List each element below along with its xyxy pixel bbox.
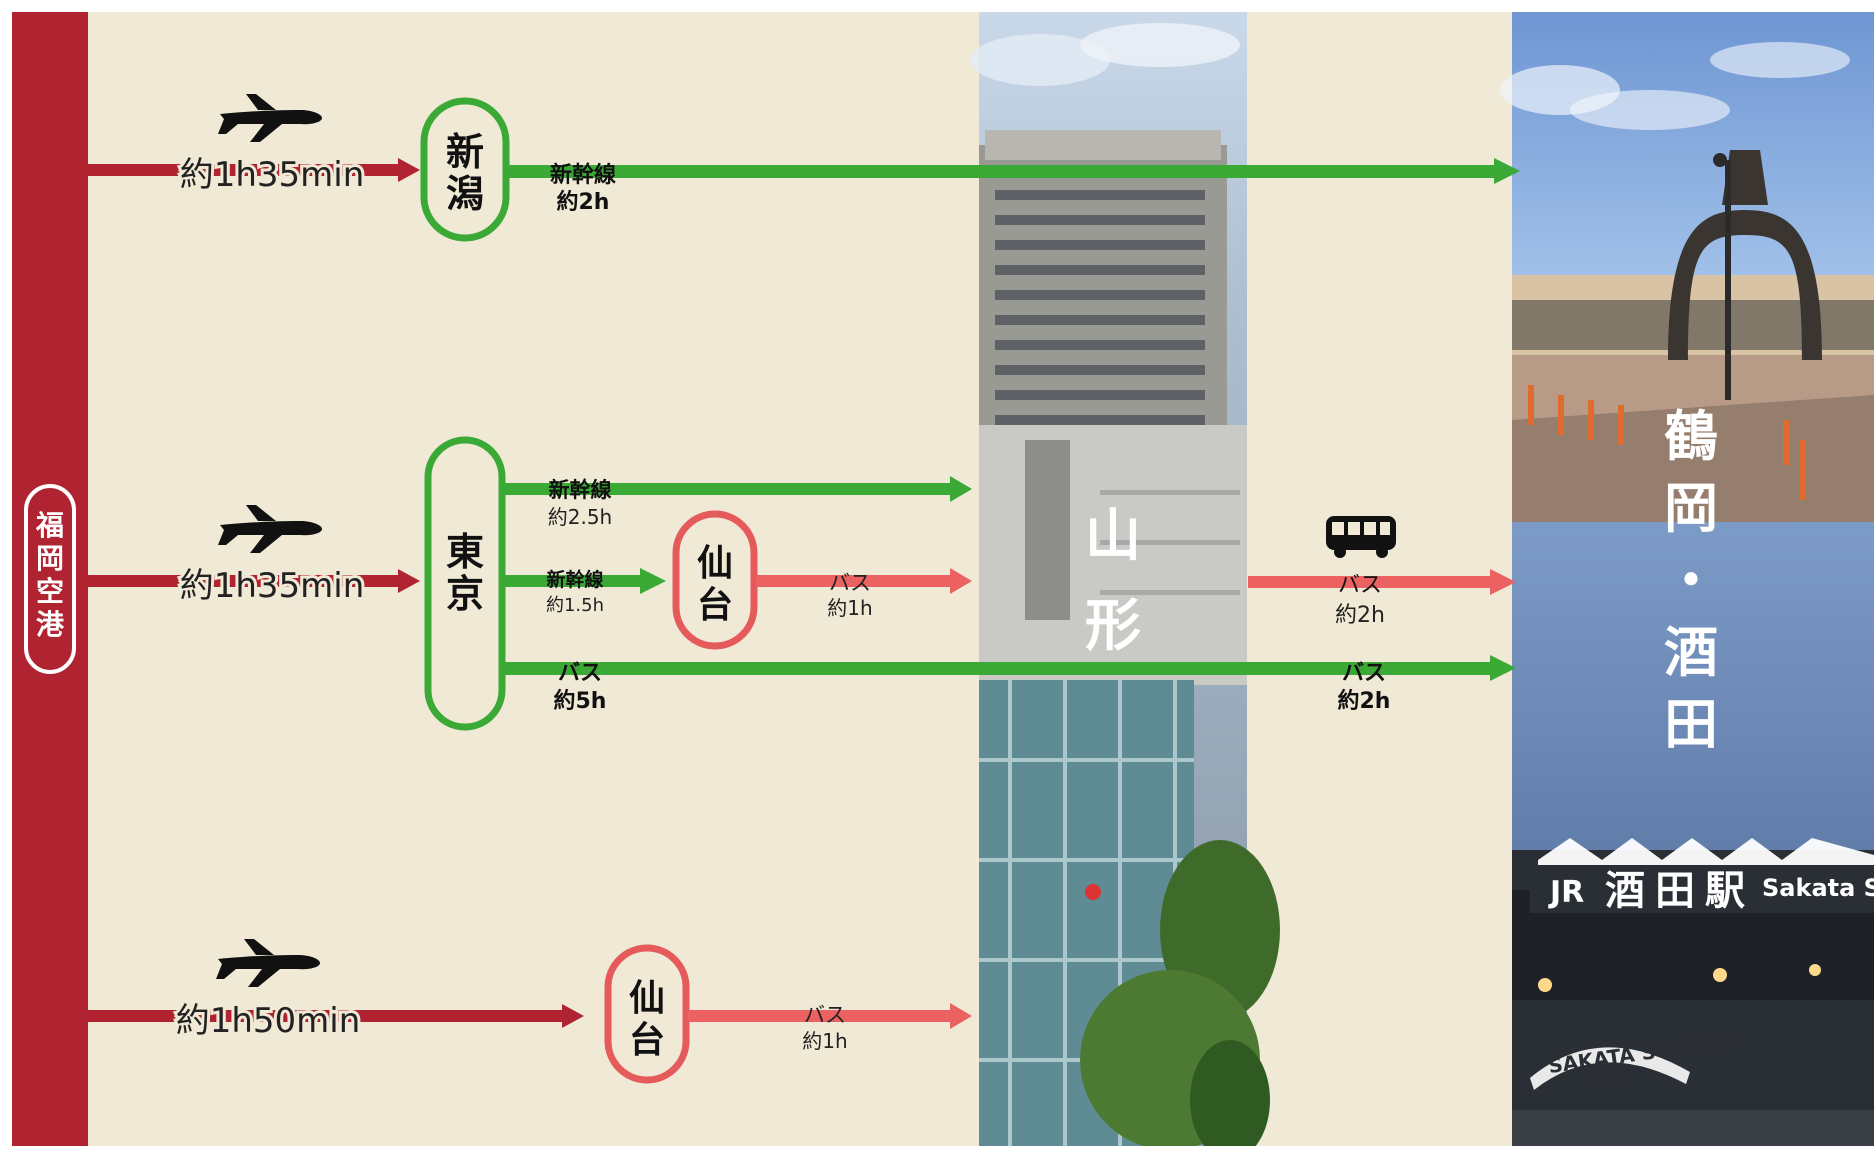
hub-niigata-label: 新潟: [446, 130, 484, 216]
vertical-char: 酒: [1664, 621, 1718, 684]
station-name-jp: 酒田駅: [1605, 868, 1755, 914]
vertical-char: 形: [1085, 594, 1141, 659]
flight-time-niigata: 約1h35min: [180, 155, 365, 195]
tokyo-sendai-mode: 新幹線: [546, 568, 603, 591]
jr-mark: JR: [1548, 875, 1584, 910]
hub-sendai: [604, 944, 690, 1084]
tokyo-bus-direct-mode: バス: [558, 661, 602, 686]
shinkansen-arrow-tokyo-sendai: [504, 568, 666, 594]
vertical-char: 新: [446, 130, 484, 174]
vertical-char: 港: [36, 608, 65, 641]
origin-label-pill: [24, 484, 76, 674]
vertical-char: 岡: [1664, 477, 1718, 540]
via-bus-time: 約2h: [1338, 688, 1391, 714]
bus-arrow-sendai-yamagata-2: [688, 1003, 972, 1029]
tokyo-yamagata-mode: 新幹線: [549, 478, 612, 502]
hub-sendai-tokyo: [672, 510, 758, 650]
vertical-char: 京: [446, 572, 484, 616]
tokyo-bus-direct-time: 約5h: [554, 688, 607, 714]
vertical-char: ・: [1664, 549, 1718, 612]
vertical-char: 田: [1664, 693, 1718, 756]
vertical-char: 台: [697, 585, 733, 626]
shinkansen-arrow-tokyo-yamagata: [504, 476, 972, 502]
hub-tokyo: [424, 436, 506, 731]
sendai-bus-mode-1: バス: [829, 571, 871, 595]
sendai-bus-mode-2: バス: [804, 1003, 846, 1027]
yamagata-bus-time: 約2h: [1335, 603, 1385, 628]
bus-icon: [1326, 516, 1396, 558]
flight-time-sendai: 約1h50min: [176, 1001, 361, 1041]
via-bus-mode: バス: [1342, 661, 1386, 686]
niigata-segment-time: 約2h: [557, 189, 610, 215]
tsuruoka-photo: [1500, 12, 1874, 522]
tokyo-sendai-time: 約1.5h: [546, 595, 604, 616]
vertical-char: 仙: [629, 978, 665, 1019]
origin-label: 福岡空港: [35, 509, 65, 641]
flight-time-tokyo: 約1h35min: [180, 566, 365, 606]
vertical-char: 鶴: [1664, 405, 1718, 468]
station-name-en: Sakata Sta: [1762, 874, 1874, 902]
vertical-char: 福: [35, 509, 64, 542]
shinkansen-arrow-niigata: [508, 158, 1520, 184]
hub-sendai-tokyo-label: 仙台: [697, 543, 733, 626]
tokyo-yamagata-time: 約2.5h: [548, 505, 612, 529]
sakata-station-photo: JR 酒田駅 Sakata Sta SAKATA STATION 酒田駅: [1512, 522, 1874, 1146]
sendai-bus-time-2: 約1h: [802, 1029, 847, 1053]
airplane-icon: [218, 505, 322, 553]
niigata-segment-mode: 新幹線: [550, 162, 616, 188]
yamagata-bus-mode: バス: [1338, 573, 1382, 598]
hub-sendai-label: 仙台: [629, 978, 665, 1061]
vertical-char: 東: [446, 530, 484, 574]
bus-arrow-yamagata-tsuruoka: [1248, 569, 1516, 595]
destination-yamagata: 山形: [1085, 504, 1141, 659]
yamagata-photo: [970, 12, 1280, 1150]
hub-niigata: [420, 97, 510, 242]
airplane-icon: [216, 939, 320, 987]
svg-text:福岡空港: 福岡空港: [35, 509, 65, 641]
hub-tokyo-label: 東京: [446, 530, 484, 616]
roof-sign-jp: 酒田駅: [1585, 1070, 1627, 1086]
bus-arrow-sendai-yamagata-1: [756, 568, 972, 594]
bus-arrow-tokyo-direct: [504, 655, 1516, 681]
destination-tsuruoka-sakata: 鶴岡・酒田: [1664, 405, 1718, 756]
sendai-bus-time-1: 約1h: [827, 596, 872, 620]
vertical-char: 空: [36, 575, 64, 608]
vertical-char: 仙: [697, 543, 733, 584]
flight-arrow-sendai: [88, 1004, 584, 1028]
flight-arrow-niigata: [88, 158, 420, 182]
airplane-icon: [218, 94, 322, 142]
flight-arrow-tokyo: [88, 569, 420, 593]
vertical-char: 山: [1085, 504, 1141, 569]
vertical-char: 岡: [36, 542, 64, 575]
vertical-char: 台: [629, 1020, 665, 1061]
vertical-char: 潟: [446, 172, 484, 216]
